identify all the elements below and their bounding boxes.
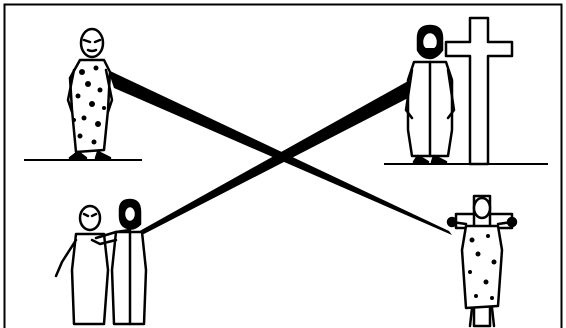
illustration-canvas (0, 0, 566, 328)
illustration (0, 0, 566, 328)
